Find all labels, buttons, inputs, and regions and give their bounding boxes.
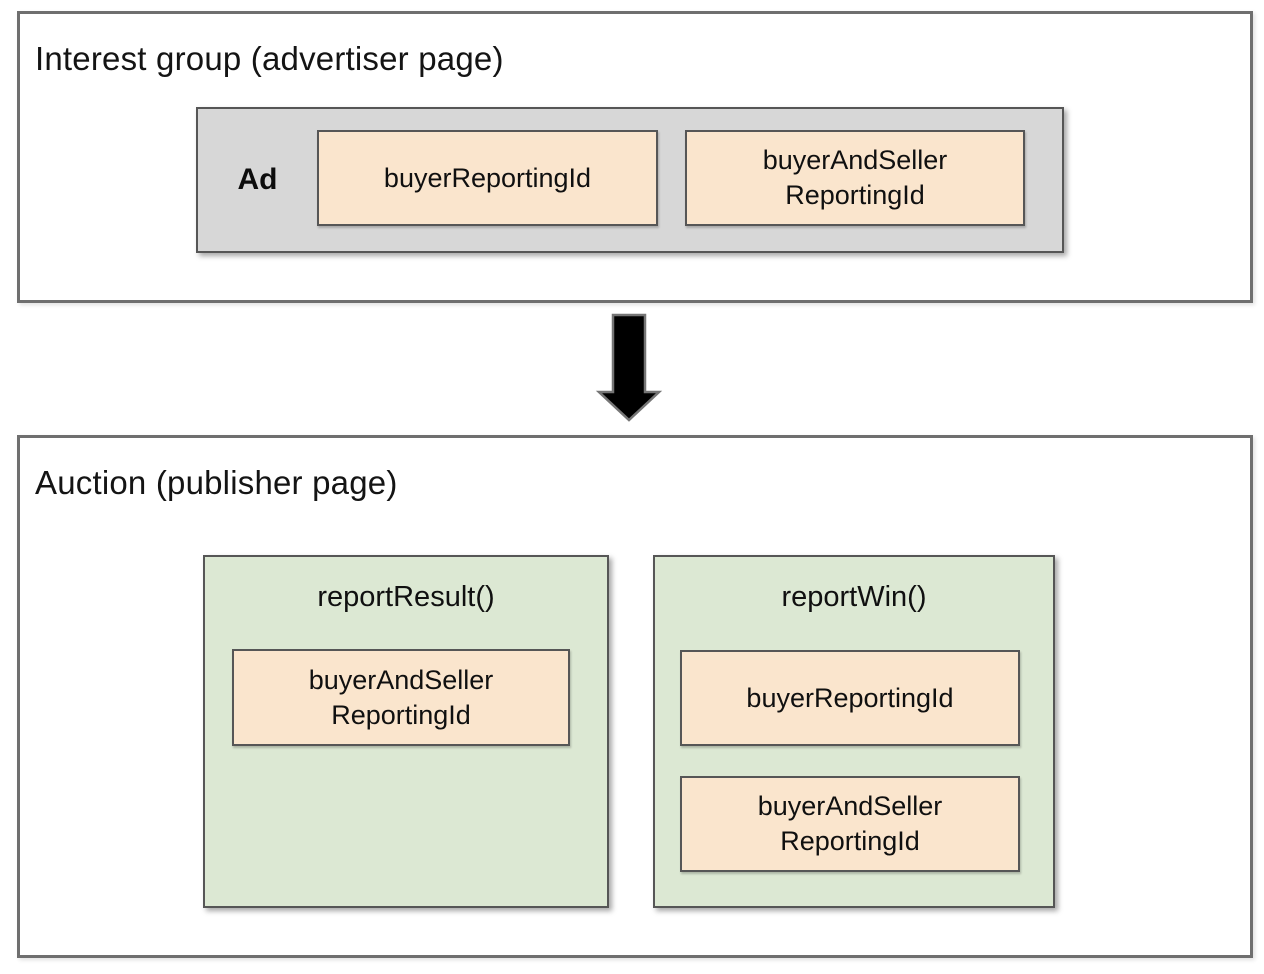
interest-group-panel: Interest group (advertiser page) Ad buye… [17, 11, 1253, 303]
ad-label-wrap: Ad [198, 109, 317, 251]
chip-buyer-and-seller-reporting-id: buyerAndSeller ReportingId [685, 130, 1025, 226]
ad-box: Ad buyerReportingId buyerAndSeller Repor… [196, 107, 1064, 253]
chip-buyer-and-seller-reporting-id: buyerAndSeller ReportingId [232, 649, 570, 746]
chip-buyer-and-seller-reporting-id: buyerAndSeller ReportingId [680, 776, 1020, 872]
report-win-title: reportWin() [781, 581, 927, 613]
auction-title: Auction (publisher page) [35, 464, 398, 501]
report-result-box: reportResult() buyerAndSeller ReportingI… [203, 555, 609, 908]
report-result-title: reportResult() [317, 581, 495, 613]
chip-buyer-reporting-id: buyerReportingId [317, 130, 658, 226]
interest-group-title: Interest group (advertiser page) [35, 40, 504, 77]
down-arrow-icon [595, 313, 665, 423]
ad-label: Ad [237, 163, 278, 196]
auction-panel: Auction (publisher page) reportResult() … [17, 435, 1253, 958]
chip-buyer-reporting-id: buyerReportingId [680, 650, 1020, 746]
report-win-box: reportWin() buyerReportingId buyerAndSel… [653, 555, 1055, 908]
